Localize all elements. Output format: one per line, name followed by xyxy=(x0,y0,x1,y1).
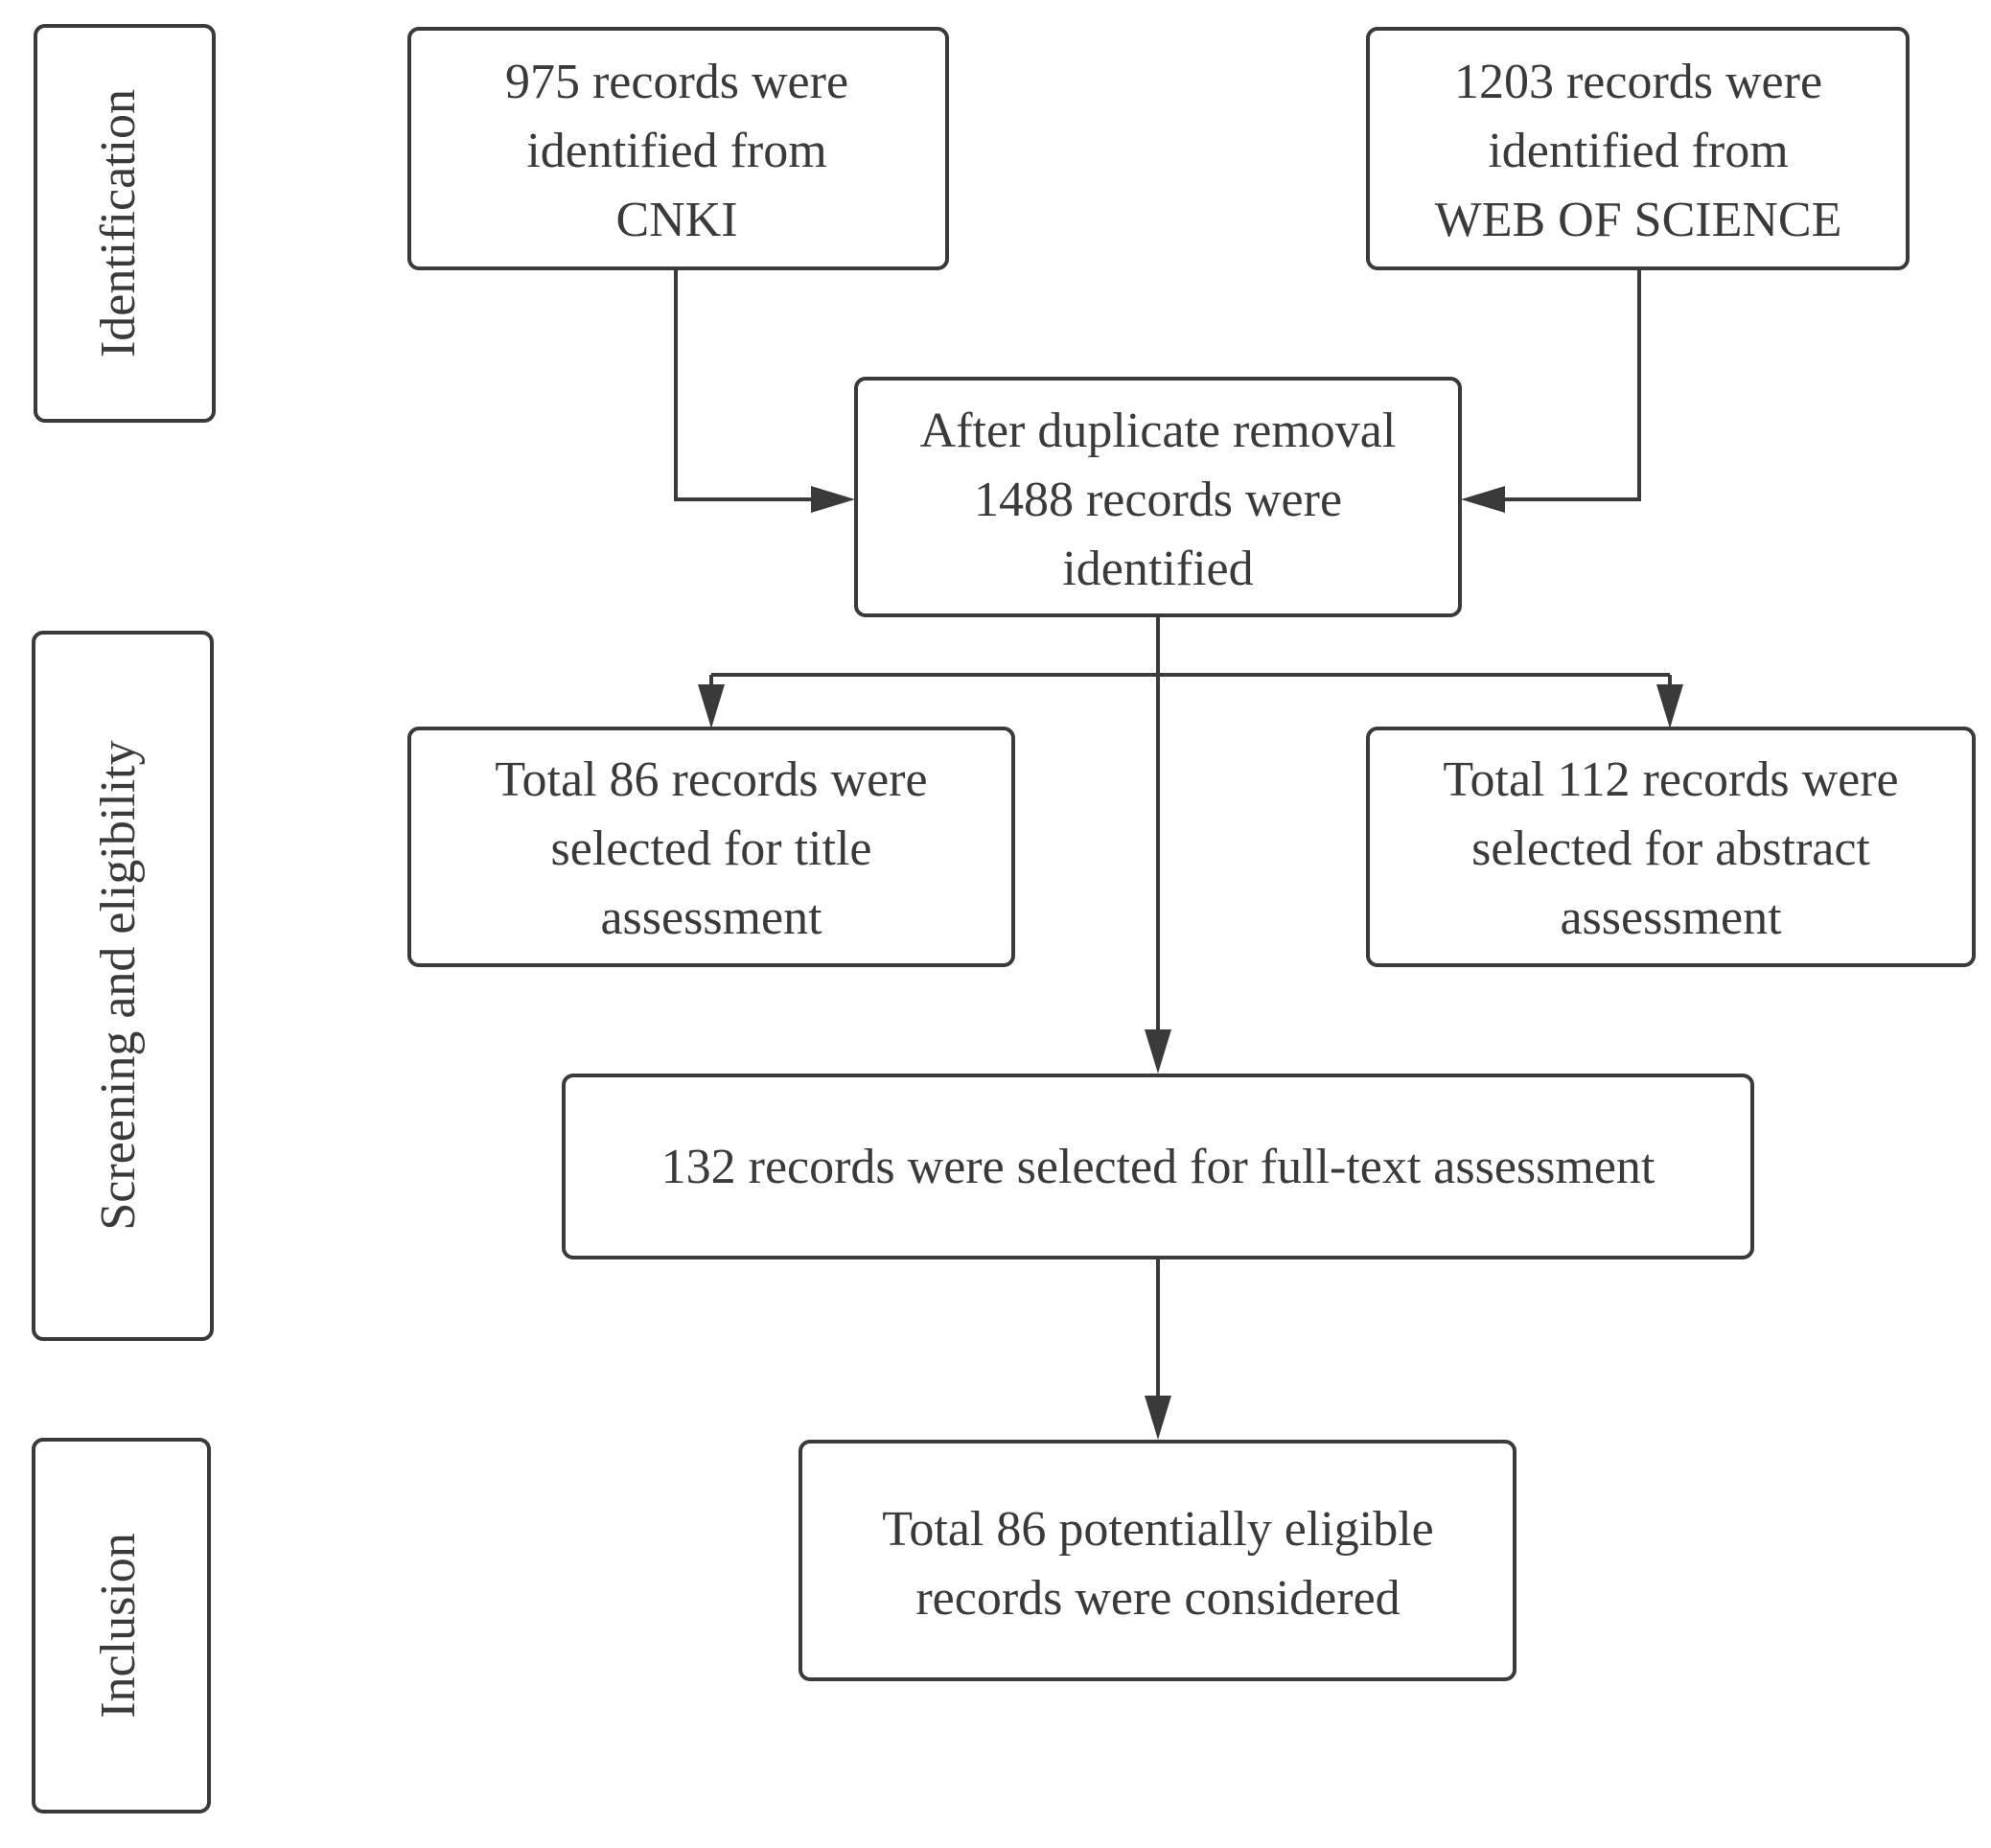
node-included: Total 86 potentially eligible records we… xyxy=(799,1440,1516,1681)
node-title-box xyxy=(407,727,1015,967)
node-cnki-box xyxy=(407,27,949,270)
node-abstract-line-3: assessment xyxy=(1560,890,1782,945)
node-cnki: 975 records were identified from CNKI xyxy=(407,27,949,270)
node-wos-line-2: identified from xyxy=(1488,124,1788,178)
node-dedup-line-2: 1488 records were xyxy=(974,473,1342,527)
node-title-line-2: selected for title xyxy=(551,821,872,876)
node-included-line-2: records were considered xyxy=(915,1571,1400,1626)
arrowhead-cnki-to-dedup xyxy=(811,486,855,513)
arrowhead-branch-to-abstract xyxy=(1656,684,1683,728)
node-abstract-box xyxy=(1366,727,1976,967)
edge-wos-to-dedup xyxy=(1493,268,1641,501)
stage-inclusion-box xyxy=(32,1438,211,1813)
node-cnki-line-2: identified from xyxy=(526,124,826,178)
node-cnki-line-1: 975 records were xyxy=(505,55,848,109)
node-abstract-line-2: selected for abstract xyxy=(1471,821,1870,876)
node-abstract: Total 112 records were selected for abst… xyxy=(1366,727,1976,967)
edge-cnki-to-dedup xyxy=(674,268,822,501)
stage-screening-label: Screening and eligibility xyxy=(91,740,146,1230)
node-dedup-line-1: After duplicate removal xyxy=(920,404,1397,458)
node-wos-line-3: WEB OF SCIENCE xyxy=(1435,193,1842,247)
node-title-line-3: assessment xyxy=(600,890,822,945)
node-fulltext-box xyxy=(562,1074,1754,1259)
arrowhead-fulltext-to-included xyxy=(1145,1396,1171,1440)
node-fulltext: 132 records were selected for full-text … xyxy=(562,1074,1754,1259)
arrowhead-wos-to-dedup xyxy=(1461,486,1505,513)
node-included-line-1: Total 86 potentially eligible xyxy=(882,1502,1433,1557)
node-fulltext-line-1: 132 records were selected for full-text … xyxy=(661,1140,1655,1194)
stage-identification-box xyxy=(34,24,216,423)
node-cnki-line-3: CNKI xyxy=(615,193,737,247)
node-included-box xyxy=(799,1440,1516,1681)
node-wos-box xyxy=(1366,27,1910,270)
node-dedup-line-3: identified xyxy=(1062,542,1253,596)
node-title-line-1: Total 86 records were xyxy=(495,752,927,807)
node-wos-line-1: 1203 records were xyxy=(1454,55,1822,109)
stage-inclusion-label: Inclusion xyxy=(91,1533,146,1719)
stage-screening-box xyxy=(32,631,214,1341)
stage-identification: Identification xyxy=(34,24,216,423)
edges xyxy=(674,268,1683,1440)
node-title: Total 86 records were selected for title… xyxy=(407,727,1015,967)
stage-identification-label: Identification xyxy=(91,89,146,358)
stage-inclusion: Inclusion xyxy=(32,1438,211,1813)
node-dedup-box xyxy=(854,377,1462,617)
arrowhead-branch-to-title xyxy=(698,684,725,728)
node-wos: 1203 records were identified from WEB OF… xyxy=(1366,27,1910,270)
node-abstract-line-1: Total 112 records were xyxy=(1443,752,1898,807)
arrowhead-dedup-to-fulltext xyxy=(1145,1029,1171,1074)
node-dedup: After duplicate removal 1488 records wer… xyxy=(854,377,1462,617)
stage-screening: Screening and eligibility xyxy=(32,631,214,1341)
